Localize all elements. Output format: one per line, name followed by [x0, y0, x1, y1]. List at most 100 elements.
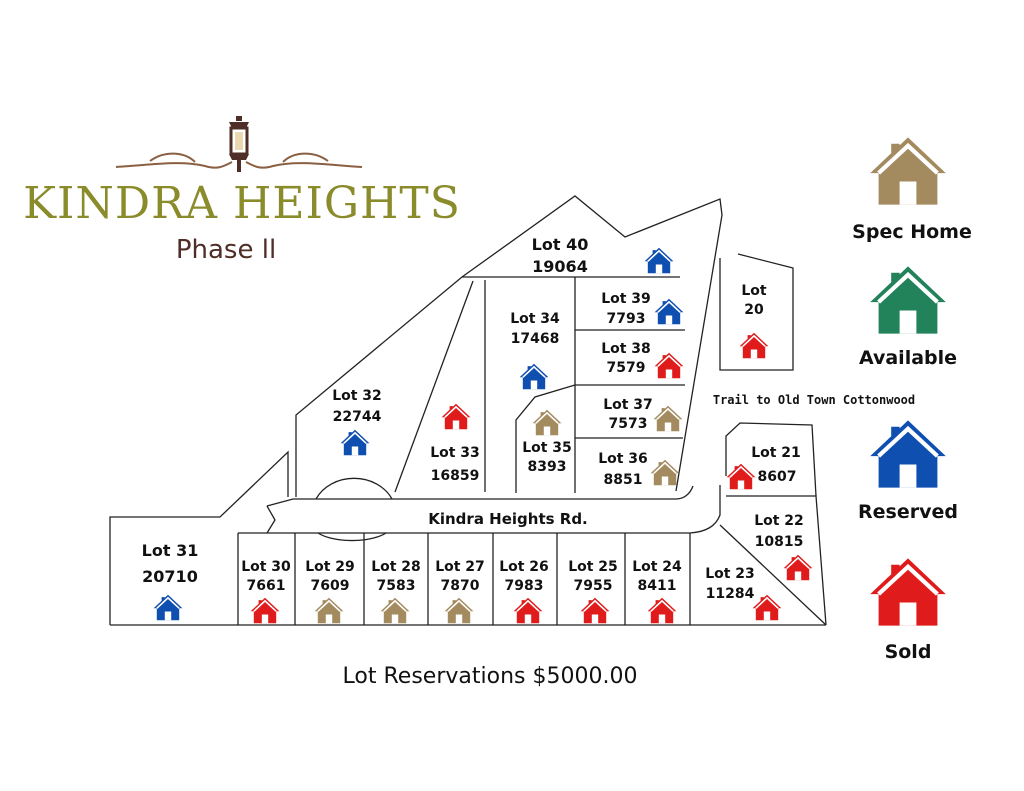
house-icon [652, 404, 684, 433]
lot-size: 22744 [333, 409, 382, 425]
lot-name: Lot 26 [499, 559, 549, 575]
lot-name: Lot 29 [305, 559, 355, 575]
house-icon-available [870, 266, 946, 333]
lot-size: 20 [744, 302, 764, 318]
lot-29[interactable]: Lot 29 7609 [305, 559, 355, 625]
lot-size: 7609 [311, 578, 350, 594]
house-icon [313, 596, 345, 625]
lot-size: 7573 [609, 416, 648, 432]
lot-name: Lot 39 [601, 291, 651, 307]
lot-31[interactable]: Lot 31 20710 [142, 541, 199, 622]
lamp-post-icon [229, 116, 249, 172]
lot-size: 7661 [247, 578, 286, 594]
house-icon [751, 593, 783, 622]
house-icon [738, 331, 770, 360]
lot-size: 11284 [706, 586, 755, 602]
legend-item-sold: Sold [870, 558, 946, 663]
lot-34[interactable]: Lot 34 17468 [510, 311, 560, 391]
lot-name: Lot 35 [522, 440, 572, 456]
lot-name: Lot 24 [632, 559, 682, 575]
lot-33[interactable]: Lot 33 16859 [430, 402, 480, 484]
lot-36[interactable]: Lot 36 8851 [598, 451, 681, 488]
house-icon-spec-home [870, 137, 946, 204]
lot-name: Lot 30 [241, 559, 291, 575]
lot-name: Lot 36 [598, 451, 648, 467]
legend-item-reserved: Reserved [858, 420, 958, 523]
legend: Spec Home Available Reserved Sold [852, 137, 972, 663]
house-icon [725, 462, 757, 491]
lot-size: 19064 [532, 257, 588, 276]
logo: KINDRA HEIGHTS Phase ll [23, 116, 461, 265]
lot-size: 16859 [431, 468, 480, 484]
lot-size: 8851 [604, 472, 643, 488]
house-icon-sold [870, 558, 946, 625]
lot-name: Lot 21 [751, 445, 801, 461]
lot-name: Lot 31 [142, 541, 199, 560]
logo-flourish-left [115, 152, 233, 169]
legend-item-spec-home: Spec Home [852, 137, 972, 243]
house-icon [531, 408, 563, 437]
lot-name: Lot 22 [754, 513, 804, 529]
lot-32[interactable]: Lot 32 22744 [332, 388, 382, 457]
lot-37[interactable]: Lot 37 7573 [603, 397, 684, 433]
lot-40[interactable]: Lot 40 19064 [532, 235, 675, 276]
legend-label: Sold [885, 641, 932, 663]
house-icon [579, 596, 611, 625]
lot-size: 10815 [755, 534, 804, 550]
house-icon [653, 297, 685, 326]
house-icon [152, 593, 184, 622]
logo-subtitle: Phase ll [176, 235, 276, 265]
lot-26[interactable]: Lot 26 7983 [499, 559, 549, 625]
lot-name: Lot 33 [430, 445, 480, 461]
house-icon [646, 596, 678, 625]
legend-label: Reserved [858, 501, 958, 523]
lot-name: Lot 40 [532, 235, 589, 254]
lot-size: 7870 [441, 578, 480, 594]
lot-size: 7793 [607, 311, 646, 327]
house-icon [249, 596, 281, 625]
lot-38[interactable]: Lot 38 7579 [601, 341, 685, 380]
lot-35[interactable]: Lot 35 8393 [522, 408, 572, 475]
legend-item-available: Available [859, 266, 957, 369]
lot-name: Lot 32 [332, 388, 382, 404]
lot-size: 7579 [607, 360, 646, 376]
house-icon [512, 596, 544, 625]
lot-size: 7955 [574, 578, 613, 594]
logo-flourish-right [245, 152, 363, 169]
lot-size: 20710 [142, 567, 198, 586]
lot-size: 8393 [528, 459, 567, 475]
lot-name: Lot 38 [601, 341, 651, 357]
house-icon [782, 553, 814, 582]
lot-22[interactable]: Lot 22 10815 [754, 513, 814, 582]
trail-label: Trail to Old Town Cottonwood [713, 393, 915, 407]
lot-20[interactable]: Lot 20 [738, 283, 770, 360]
lot-30[interactable]: Lot 30 7661 [241, 559, 291, 625]
lot-24[interactable]: Lot 24 8411 [632, 559, 682, 625]
lot-27[interactable]: Lot 27 7870 [435, 559, 485, 625]
house-icon [649, 458, 681, 487]
lot-28[interactable]: Lot 28 7583 [371, 559, 421, 625]
lot-name: Lot 27 [435, 559, 485, 575]
house-icon [443, 596, 475, 625]
lot-size: 7983 [505, 578, 544, 594]
logo-title: KINDRA HEIGHTS [23, 178, 461, 229]
lot-name: Lot 23 [705, 566, 755, 582]
lot-name: Lot 25 [568, 559, 618, 575]
house-icon [653, 351, 685, 380]
lot-size: 17468 [511, 331, 560, 347]
lot-name: Lot 37 [603, 397, 653, 413]
house-icon [339, 428, 371, 457]
lot-39[interactable]: Lot 39 7793 [601, 291, 685, 327]
lot-name: Lot [741, 283, 767, 299]
house-icon-reserved [870, 420, 946, 487]
lot-name: Lot 34 [510, 311, 560, 327]
lot-size: 8411 [638, 578, 677, 594]
house-icon [518, 362, 550, 391]
legend-label: Available [859, 347, 957, 369]
road-label: Kindra Heights Rd. [428, 510, 588, 528]
lot-23[interactable]: Lot 23 11284 [705, 566, 783, 622]
lot-21[interactable]: Lot 21 8607 [725, 445, 801, 491]
lot-25[interactable]: Lot 25 7955 [568, 559, 618, 625]
lot-size: 7583 [377, 578, 416, 594]
